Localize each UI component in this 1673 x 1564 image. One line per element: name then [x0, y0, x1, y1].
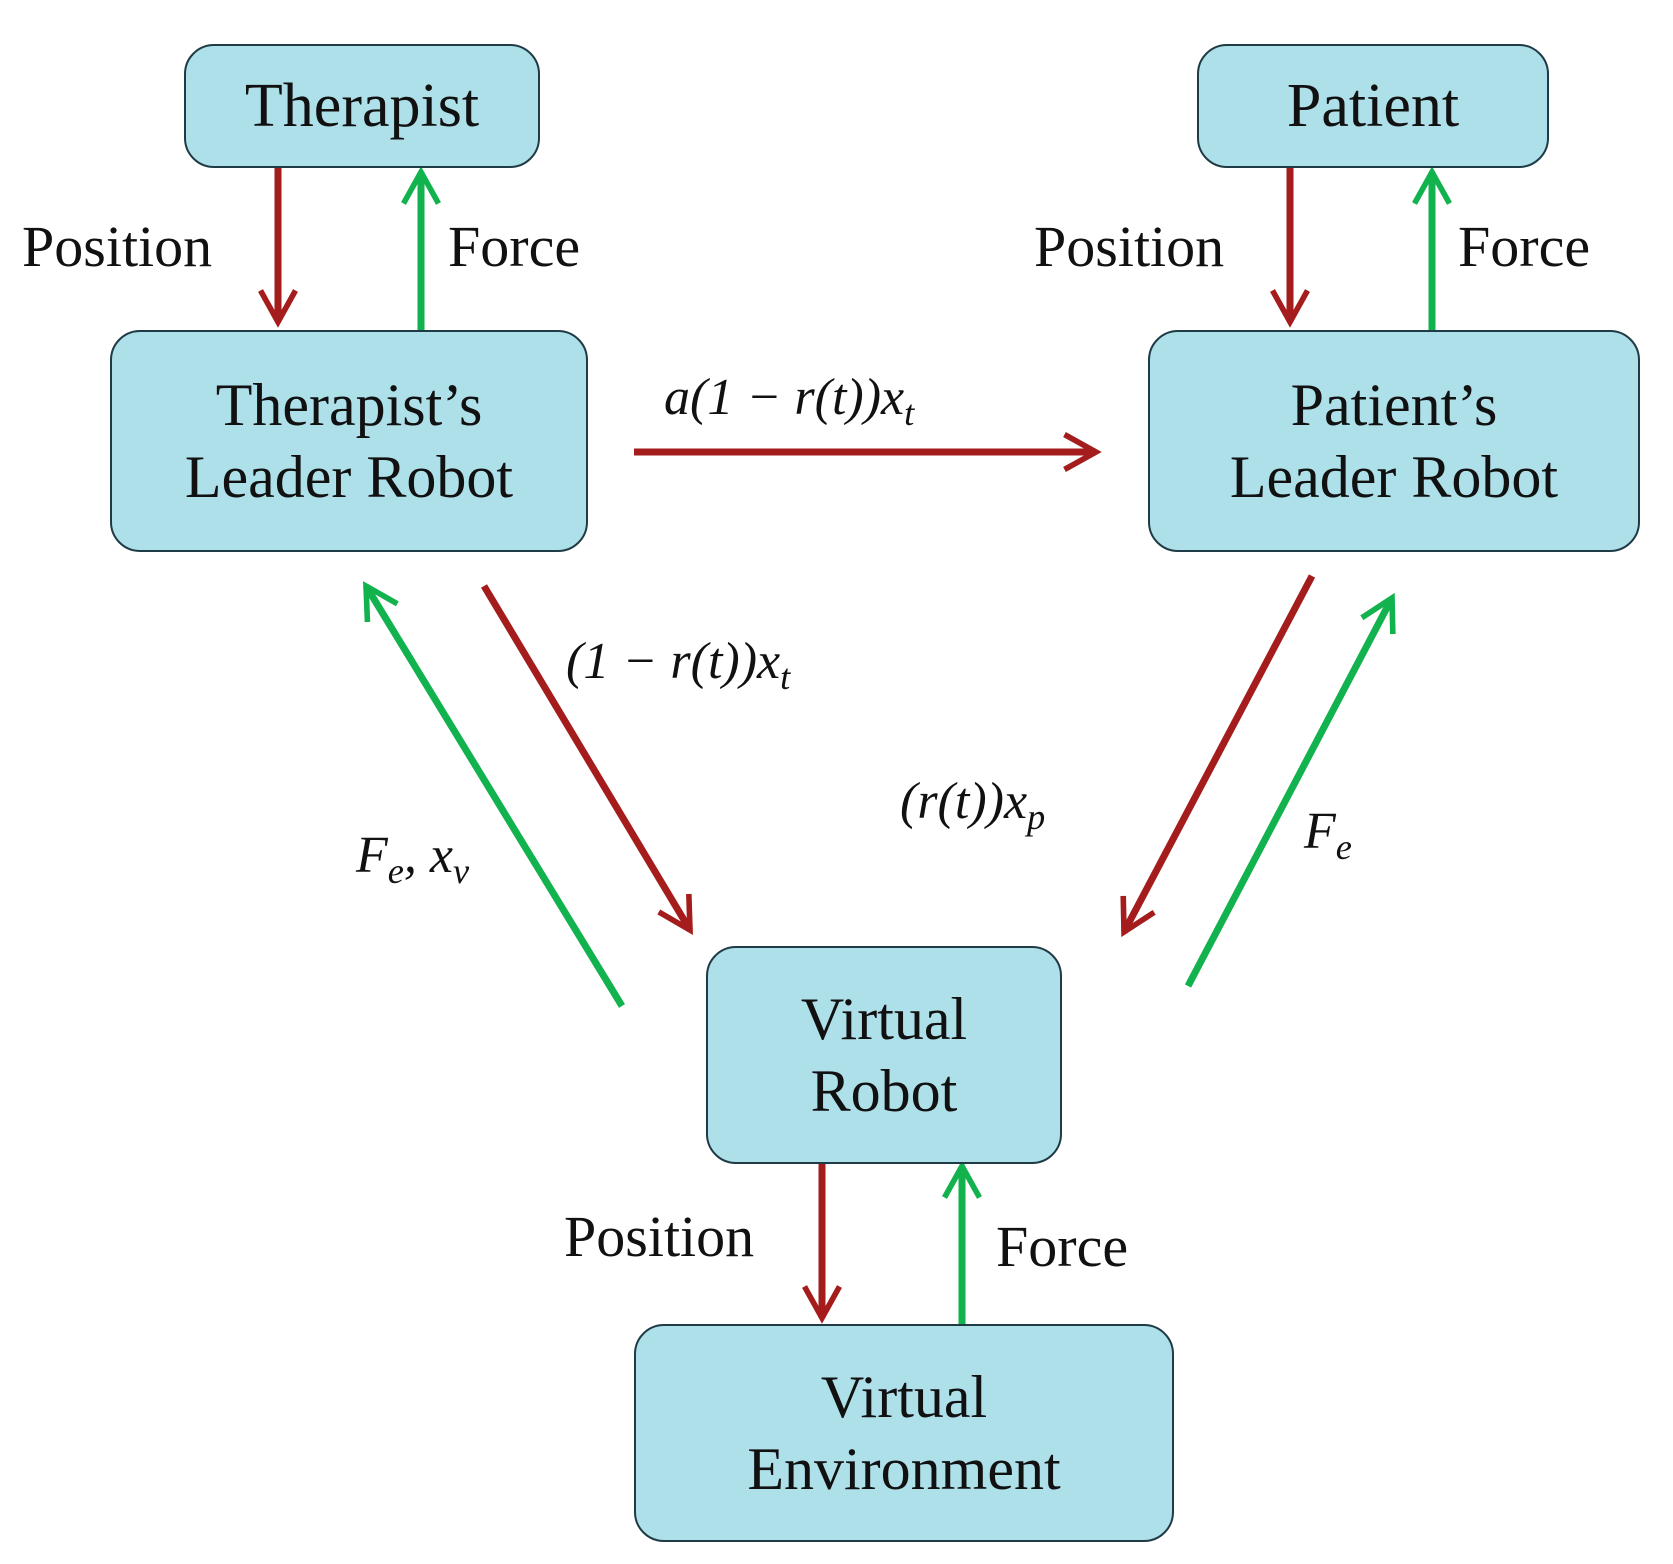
- virtual-robot-box: Virtual Robot: [706, 946, 1062, 1164]
- therapist-to-virtual-arrow: [480, 584, 694, 935]
- therapist-box: Therapist: [184, 44, 540, 168]
- virtual-environment-line2: Environment: [747, 1436, 1061, 1502]
- therapist-to-virtual-label: (1 − r(t))xt: [566, 633, 791, 697]
- virtual-force-label: Force: [996, 1214, 1129, 1279]
- therapist-label: Therapist: [244, 71, 480, 140]
- virtual-to-patient-arrow: [1184, 592, 1396, 988]
- therapist-force-label: Force: [448, 214, 581, 279]
- therapist-position-label: Position: [22, 214, 213, 279]
- patient-label: Patient: [1286, 71, 1460, 140]
- virtual-environment-line1: Virtual: [820, 1364, 988, 1430]
- therapist-leader-line2: Leader Robot: [184, 444, 514, 510]
- patient-box: Patient: [1197, 44, 1549, 168]
- therapist-leader-line1: Therapist’s: [215, 372, 483, 438]
- therapist-leader-robot-box: Therapist’s Leader Robot: [110, 330, 588, 552]
- patient-position-label: Position: [1034, 214, 1225, 279]
- patient-leader-line1: Patient’s: [1290, 372, 1498, 438]
- virtual-to-therapist-arrow: [362, 581, 625, 1008]
- patient-to-virtual-arrow: [1120, 574, 1316, 938]
- patient-leader-line2: Leader Robot: [1229, 444, 1559, 510]
- leader-to-leader-label: a(1 − r(t))xt: [664, 369, 915, 433]
- virtual-to-therapist-label: Fe, xv: [356, 827, 470, 891]
- patient-leader-robot-box: Patient’s Leader Robot: [1148, 330, 1640, 552]
- virtual-to-patient-label: Fe: [1304, 803, 1352, 867]
- virtual-robot-line1: Virtual: [800, 986, 968, 1052]
- patient-to-virtual-label: (r(t))xp: [900, 773, 1046, 837]
- virtual-environment-box: Virtual Environment: [634, 1324, 1174, 1542]
- patient-force-label: Force: [1458, 214, 1591, 279]
- virtual-position-label: Position: [564, 1204, 755, 1269]
- virtual-robot-line2: Robot: [810, 1058, 958, 1124]
